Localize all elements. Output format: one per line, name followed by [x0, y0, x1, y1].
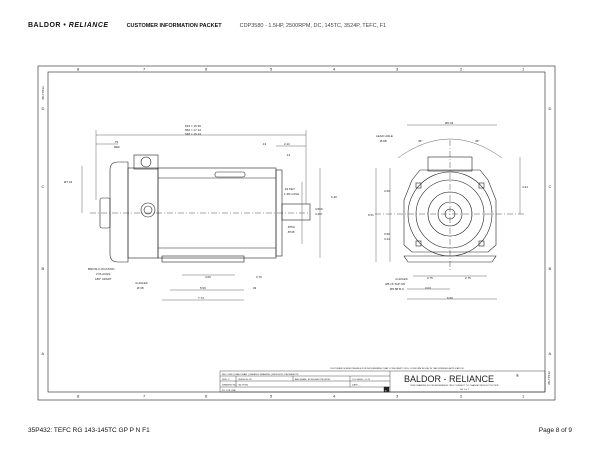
right-row-label: A	[549, 351, 552, 356]
top-column-label: 6	[205, 67, 208, 72]
tap-note-2: 3/8-16 TAP ON	[385, 282, 405, 286]
top-column-label: 2	[460, 67, 463, 72]
drawing-no-field: DRAWING NO.: 35LYP432	[222, 384, 249, 387]
dim-overall-2: 556 = 17.14	[185, 128, 201, 132]
dim-shaft-1: .13	[262, 142, 267, 146]
title-note: CUSTOMER IS RESPONSIBLE FOR DETERMINING …	[330, 367, 464, 370]
dim-base-right: 2.75	[465, 276, 471, 280]
page-header: BALDOR • RELIANCE CUSTOMER INFORMATION P…	[28, 22, 386, 29]
holes-note-1: 4 HOLES	[135, 281, 148, 285]
version-field: VERSION: 99	[238, 379, 252, 381]
dim-ref-label: REF	[114, 145, 120, 149]
rev-description: REV: 0098 | LEAD DRAW | CREATED DRAWING …	[222, 373, 299, 376]
dim-height-2: 6.51	[368, 213, 374, 217]
dim-shaft-2: 2.13	[284, 142, 290, 146]
dim-height-5: 4.34	[522, 185, 528, 189]
dim-key-length: 1.38 LONG	[284, 192, 300, 196]
dim-shaft-3: .13	[286, 153, 291, 157]
side-view	[90, 154, 311, 263]
dim-base-1: 4.00	[205, 275, 211, 279]
date-field: DATE: --	[352, 384, 361, 387]
dim-base-half: 3.03	[425, 286, 431, 290]
bottom-column-label: 4	[333, 394, 336, 399]
dim-base-left: 2.75	[427, 276, 433, 280]
dim-pilot-min: 4.497	[315, 212, 323, 216]
dim-base-3: 5.50	[200, 286, 206, 290]
dim-base-5: 7.74	[198, 296, 204, 300]
rev-flag: B	[385, 390, 387, 392]
dim-height-4: 3.44	[384, 237, 390, 241]
top-column-label: 5	[270, 67, 273, 72]
outer-frame	[37, 65, 556, 401]
brush-note-1: BRUSH LOCATION	[88, 267, 114, 271]
ec-field: ARS EMAIL: ECWS-MECTMJJ0202	[295, 378, 331, 381]
tap-note-1: 4 HOLES	[395, 277, 408, 281]
top-column-label: 8	[77, 67, 80, 72]
left-row-label: D	[42, 106, 45, 111]
right-row-label: D	[549, 106, 552, 111]
angle-right: 45°	[475, 139, 480, 143]
dim-base-4: .33	[252, 286, 257, 290]
right-row-label: C	[549, 184, 552, 189]
sheet-field: SH 1 of 1	[460, 389, 470, 391]
dim-pilot-max: 4.500	[315, 207, 323, 211]
dim-height: 6.49	[331, 195, 337, 199]
angle-left: 45°	[418, 139, 423, 143]
bottom-column-label: 5	[270, 394, 273, 399]
brush-note-2: 2 PLACES	[96, 272, 110, 276]
made-in-field: BY: LOB USA	[222, 389, 236, 392]
left-row-label: C	[42, 184, 45, 189]
dim-height-3: 3.50	[384, 232, 390, 236]
footer-document-title: 35P432: TEFC RG 143-145TC GP P N F1	[28, 427, 150, 434]
dim-shaft-dia-min: .8745	[287, 230, 295, 234]
dim-key: .19 KEY	[284, 187, 295, 191]
top-column-label: 7	[143, 67, 146, 72]
drawing-number-tag-bottom: 35LYP432	[547, 371, 551, 385]
title-brand-reg: ®	[516, 373, 519, 378]
holes-note-2: Ø.38	[137, 286, 144, 290]
brush-note-3: 180° APART	[95, 277, 112, 281]
title-brand: BALDOR - RELIANCE	[404, 374, 494, 384]
brand-logo: BALDOR • RELIANCE	[28, 22, 109, 29]
dim-base-2: 3.76	[256, 275, 262, 279]
packet-title: CUSTOMER INFORMATION PACKET	[126, 22, 222, 29]
size-field: SIZE: Y	[222, 379, 230, 381]
dim-overall-1: 534 = 15.36	[185, 124, 201, 128]
left-row-label: B	[42, 266, 45, 271]
bottom-column-label: 8	[77, 394, 80, 399]
dim-diameter: Ø6.43	[445, 121, 454, 125]
tap-note-3: Ø5.88 B.C.	[390, 287, 405, 291]
left-row-label: A	[42, 351, 45, 356]
bottom-column-label: 3	[396, 394, 399, 399]
dim-dia-left: Ø7.19	[64, 180, 73, 184]
tolerance-field: TOL: ANGL: ±.176	[352, 378, 371, 381]
bottom-column-label: 1	[522, 394, 525, 399]
end-view	[375, 140, 525, 270]
bottom-column-label: 2	[460, 394, 463, 399]
top-column-label: 4	[333, 67, 336, 72]
bottom-column-label: 6	[205, 394, 208, 399]
model-description: CDP3580 - 1.5HP, 2500RPM, DC, 145TC, 352…	[239, 22, 387, 29]
end-view-dimensions	[375, 124, 521, 300]
top-column-label: 1	[522, 67, 525, 72]
footer-page-number: Page 8 of 9	[538, 427, 572, 434]
dim-overall-3: 548 = 16.14	[185, 132, 201, 136]
side-view-dimensions	[81, 130, 321, 301]
title-block	[219, 370, 546, 393]
lead-hole-label: LEAD HOLE	[376, 134, 393, 138]
bottom-column-label: 7	[143, 394, 146, 399]
dim-height-1: 3.26	[384, 189, 390, 193]
drawing-number-tag: 35LYP432	[41, 86, 45, 100]
right-row-label: B	[549, 266, 552, 271]
dim-shaft-dia-max: .8750	[287, 225, 295, 229]
dim-base-width: 6.00	[447, 296, 453, 300]
lead-hole-dia: Ø.88	[380, 139, 387, 143]
title-sub: THIS DRAWING IS FOR REFERENCE ONLY. SUBJ…	[410, 384, 499, 387]
dim-ref: .79	[114, 140, 119, 144]
top-column-label: 3	[396, 67, 399, 72]
inner-frame	[47, 71, 546, 393]
